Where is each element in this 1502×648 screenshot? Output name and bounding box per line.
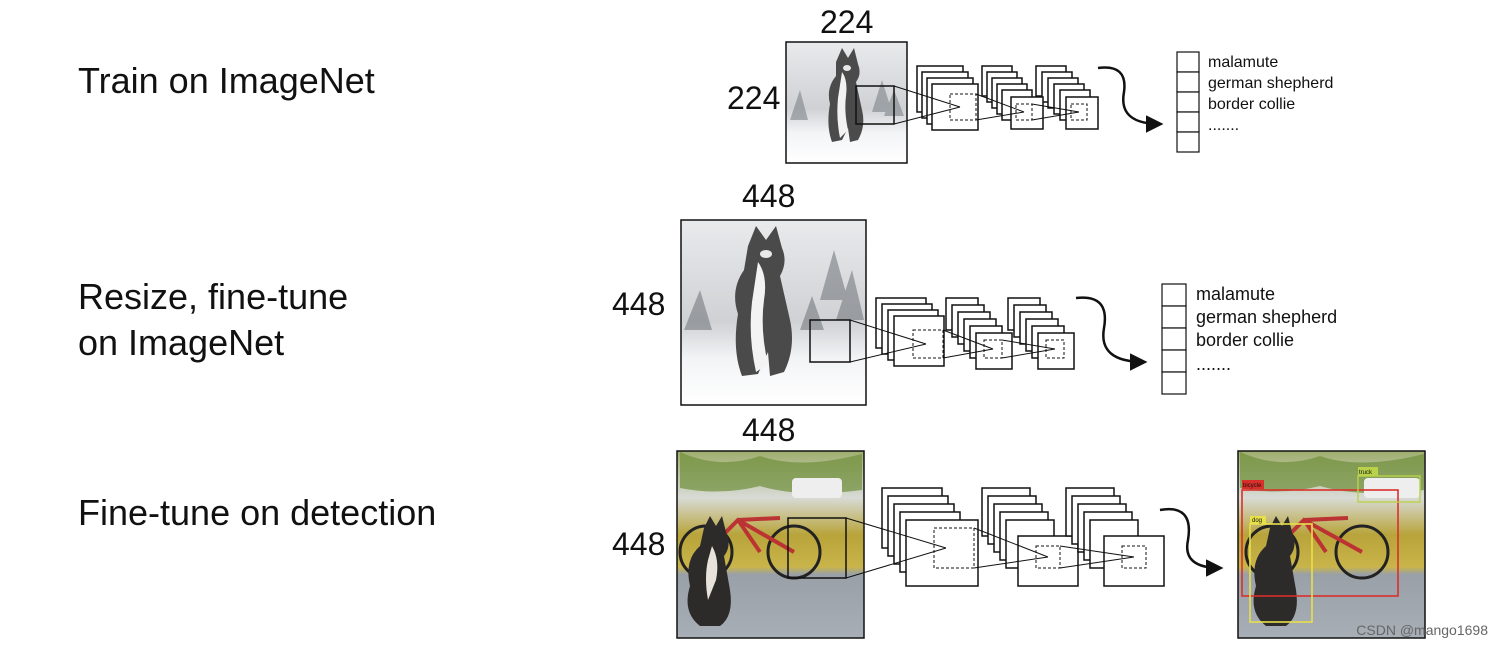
receptive-field-lines-train bbox=[893, 85, 1088, 125]
input-image-detect bbox=[676, 450, 865, 639]
receptive-field-lines-detect bbox=[845, 517, 1147, 579]
stage-title-line: Fine-tune on detection bbox=[78, 492, 437, 533]
output-arrow-resize bbox=[1075, 296, 1148, 371]
class-output-vector-resize bbox=[1161, 283, 1187, 395]
stage-title-train: Train on ImageNet bbox=[78, 58, 375, 104]
conv-layers-train bbox=[916, 65, 1099, 131]
output-arrow-detect bbox=[1159, 507, 1224, 577]
input-size-top-detect: 448 bbox=[742, 412, 796, 448]
receptive-field-lines-resize bbox=[849, 319, 1065, 363]
class-label: border collie bbox=[1196, 330, 1294, 350]
stage-title-resize: Resize, fine-tune on ImageNet bbox=[78, 274, 348, 366]
stage-title-line: Train on ImageNet bbox=[78, 60, 375, 101]
class-label: malamute bbox=[1196, 284, 1275, 304]
input-size-left-detect: 448 bbox=[612, 526, 666, 562]
dog-photo-icon bbox=[687, 516, 731, 626]
class-label: border collie bbox=[1208, 96, 1295, 113]
bounding-box-truck bbox=[1357, 475, 1421, 503]
detection-label: bicycle bbox=[1243, 483, 1262, 489]
input-size-left-train: 224 bbox=[727, 80, 781, 116]
class-label: ....... bbox=[1208, 117, 1239, 134]
output-arrow-train bbox=[1097, 66, 1164, 133]
stage-title-line: Resize, fine-tune bbox=[78, 276, 349, 317]
class-label: ....... bbox=[1196, 354, 1231, 374]
stage-title-detect: Fine-tune on detection bbox=[78, 490, 436, 536]
dog-photo-icon bbox=[735, 226, 792, 376]
input-size-left-resize: 448 bbox=[612, 286, 666, 322]
input-size-top-resize: 448 bbox=[742, 178, 796, 214]
dog-photo-icon bbox=[828, 48, 864, 142]
input-size-top-train: 224 bbox=[820, 4, 874, 40]
class-label: german shepherd bbox=[1208, 75, 1333, 92]
stage-title-line: on ImageNet bbox=[78, 322, 285, 363]
bounding-box-dog bbox=[1249, 523, 1313, 623]
input-image-train bbox=[785, 41, 908, 164]
detection-output-image: bicycle dog truck bbox=[1237, 450, 1426, 639]
watermark: CSDN @mango1698 bbox=[1356, 622, 1488, 638]
class-label: malamute bbox=[1208, 54, 1278, 71]
truck-icon bbox=[792, 478, 842, 498]
class-output-vector-train bbox=[1176, 51, 1200, 153]
detection-label: truck bbox=[1359, 470, 1373, 476]
conv-layers-detect bbox=[881, 487, 1165, 587]
class-label: german shepherd bbox=[1196, 307, 1337, 327]
input-image-resize bbox=[680, 219, 867, 406]
conv-layers-resize bbox=[875, 297, 1075, 370]
bounding-box-bicycle bbox=[1241, 489, 1399, 597]
detection-label: dog bbox=[1252, 518, 1262, 524]
